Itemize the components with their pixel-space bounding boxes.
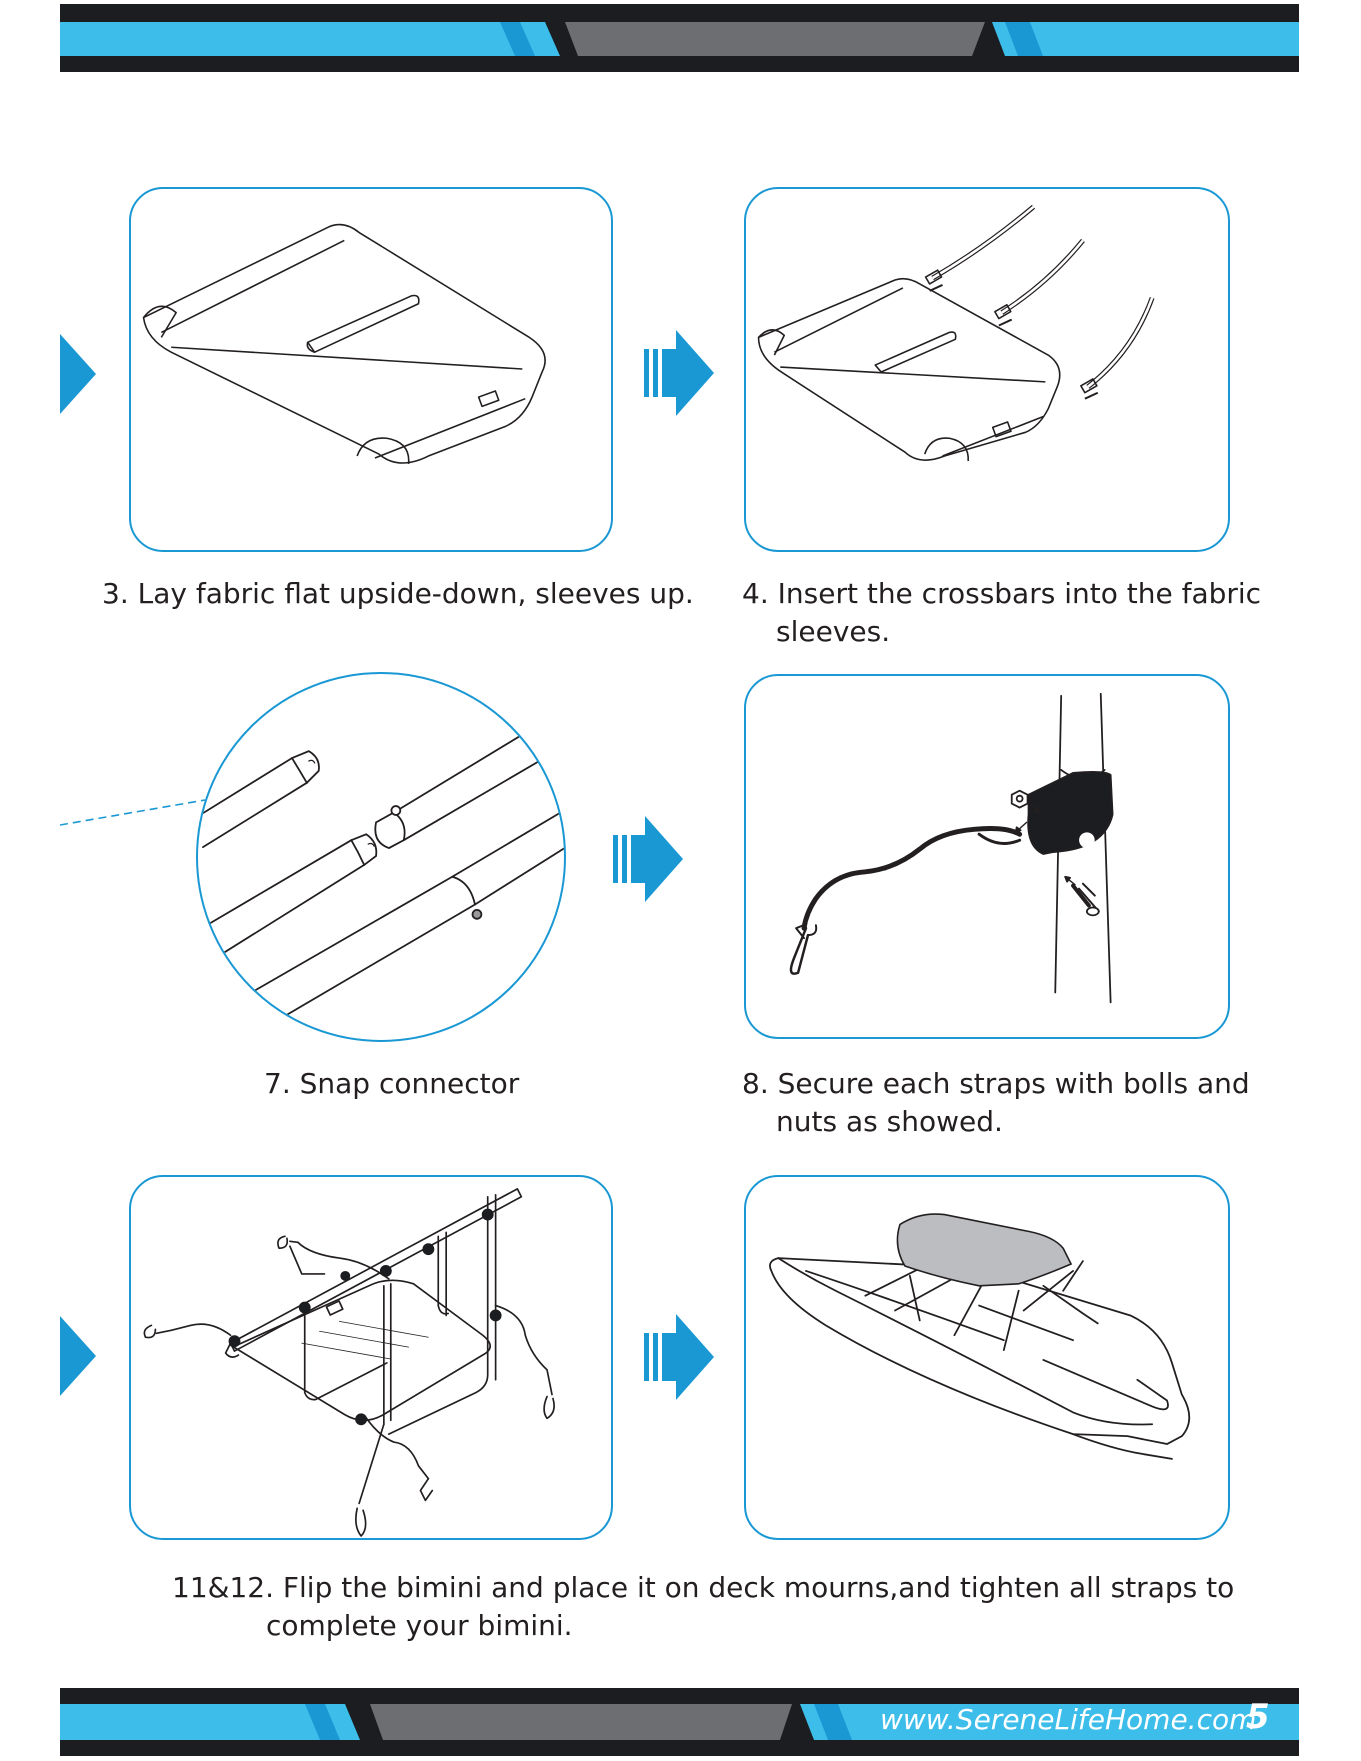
step-7-caption: 7. Snap connector — [264, 1065, 519, 1103]
footer-website-link[interactable]: www.SereneLifeHome.com — [880, 1703, 1256, 1736]
step-7-text: Snap connector — [300, 1067, 520, 1100]
step-4-text-line2: sleeves. — [742, 613, 1261, 651]
callout-dashed-line — [60, 790, 210, 830]
step-8-illustration-panel — [744, 674, 1230, 1039]
step-3-illustration-panel — [129, 187, 613, 552]
boat-with-bimini-illustration — [746, 1177, 1228, 1538]
step-4-number: 4. — [742, 577, 769, 610]
step-11-frame-illustration-panel — [129, 1175, 613, 1540]
left-triangle-marker-1 — [60, 334, 98, 414]
next-step-arrow-2 — [613, 816, 683, 902]
step-11-12-number: 11&12. — [172, 1571, 274, 1604]
page-number: 5 — [1246, 1697, 1270, 1737]
step-8-text-line1: Secure each straps with bolls and — [778, 1067, 1250, 1100]
next-step-arrow-3 — [644, 1314, 714, 1400]
step-4-text-line1: Insert the crossbars into the fabric — [778, 577, 1261, 610]
snap-connector-illustration — [198, 674, 564, 1040]
step-12-boat-illustration-panel — [744, 1175, 1230, 1540]
step-3-text: Lay fabric flat upside-down, sleeves up. — [138, 577, 694, 610]
header-band — [0, 0, 1361, 80]
fabric-upside-down-illustration — [131, 189, 611, 550]
step-3-number: 3. — [102, 577, 129, 610]
next-step-arrow-1 — [644, 330, 714, 416]
step-11-12-text-line2: complete your bimini. — [172, 1607, 1234, 1645]
strap-bolt-nut-illustration — [746, 676, 1228, 1037]
left-triangle-marker-2 — [60, 1316, 98, 1396]
step-4-caption: 4. Insert the crossbars into the fabric … — [742, 575, 1261, 651]
step-7-illustration-circle — [196, 672, 566, 1042]
step-8-caption: 8. Secure each straps with bolls and nut… — [742, 1065, 1250, 1141]
step-4-illustration-panel — [744, 187, 1230, 552]
step-8-number: 8. — [742, 1067, 769, 1100]
step-11-12-caption: 11&12. Flip the bimini and place it on d… — [172, 1569, 1234, 1645]
bimini-frame-with-straps-illustration — [131, 1177, 611, 1538]
step-7-number: 7. — [264, 1067, 291, 1100]
step-3-caption: 3. Lay fabric flat upside-down, sleeves … — [102, 575, 694, 613]
crossbars-into-sleeves-illustration — [746, 189, 1228, 550]
step-11-12-text-line1: Flip the bimini and place it on deck mou… — [283, 1571, 1234, 1604]
step-8-text-line2: nuts as showed. — [742, 1103, 1250, 1141]
